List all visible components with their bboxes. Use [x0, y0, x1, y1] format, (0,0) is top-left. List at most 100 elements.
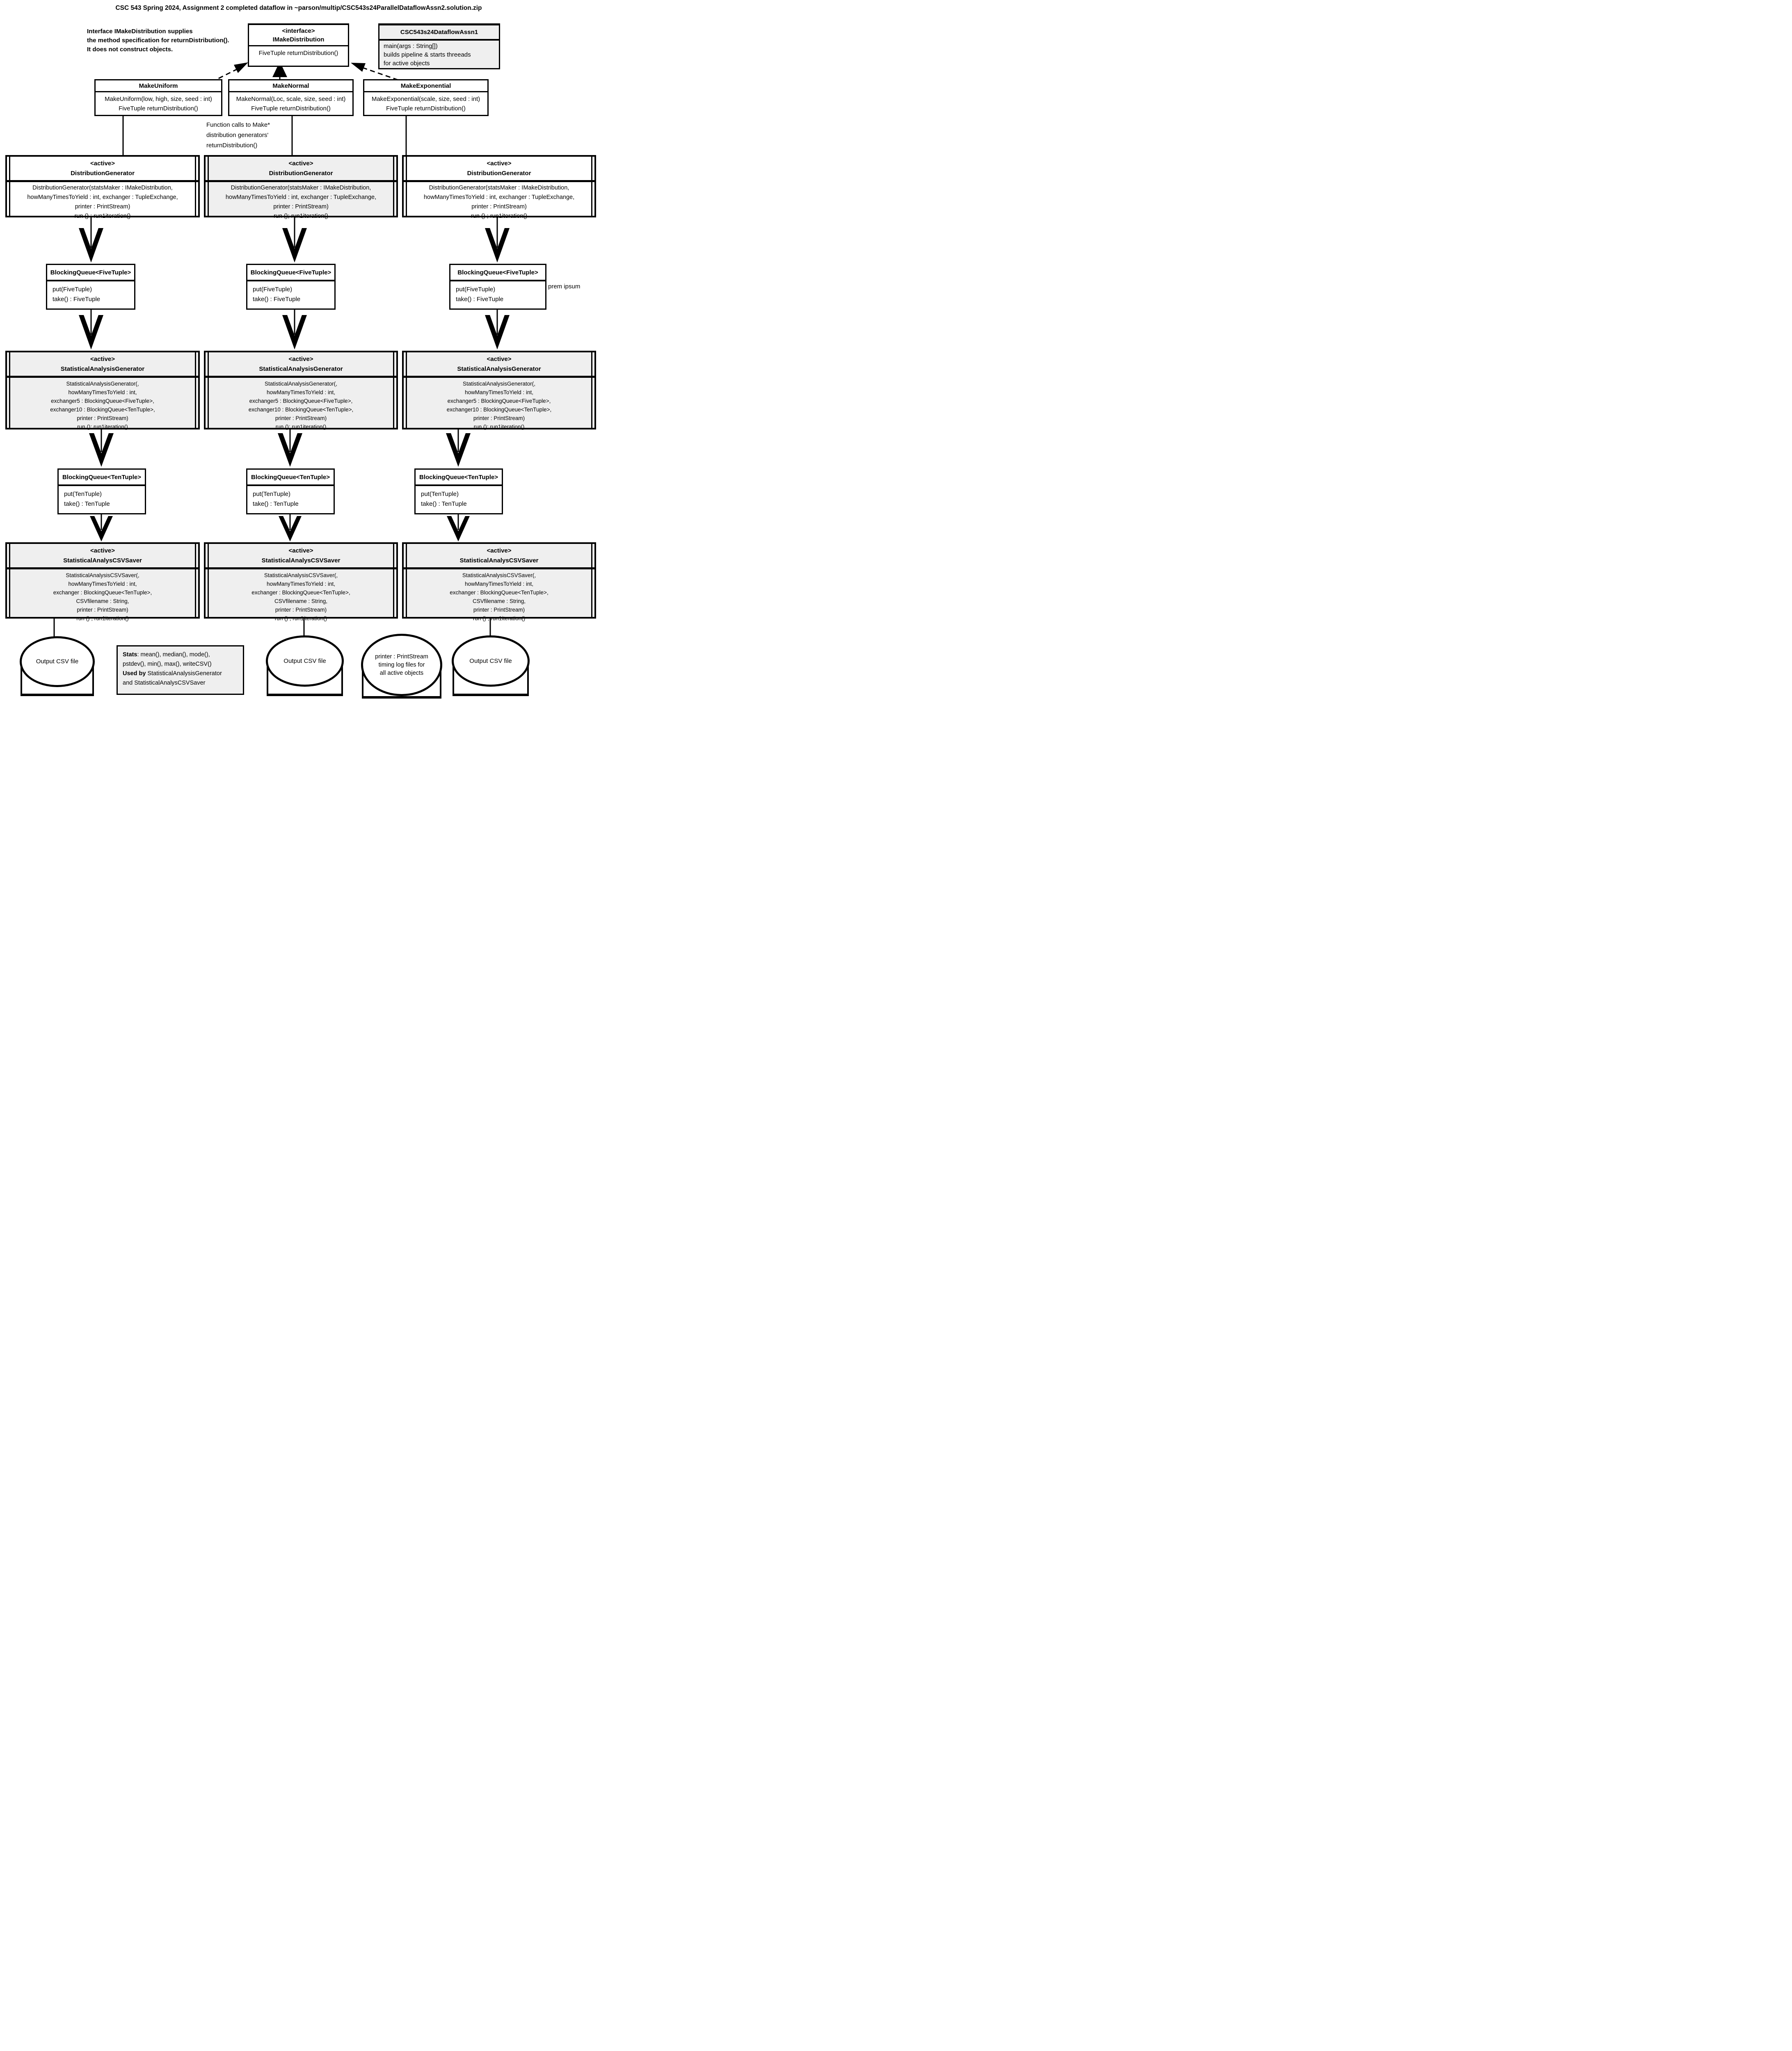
- class-title: <active> DistributionGenerator: [206, 157, 396, 182]
- chevron-arrow-icon: [90, 516, 113, 541]
- class-box-csc543s24dataflowassn1: CSC543s24DataflowAssn1 main(args : Strin…: [378, 23, 500, 69]
- class-title: CSC543s24DataflowAssn1: [379, 25, 499, 41]
- function-calls-note: Function calls to Make* distribution gen…: [206, 121, 270, 149]
- file-shape-body: [362, 669, 441, 699]
- chevron-arrow-icon: [279, 516, 302, 541]
- class-box-statisticalanalysisgenerator-2: <active> StatisticalAnalysisGenerator St…: [204, 351, 398, 430]
- chevron-arrow-icon: [278, 433, 302, 467]
- class-body: DistributionGenerator(statsMaker : IMake…: [27, 185, 178, 219]
- output-csv-file-1: Output CSV file: [20, 636, 95, 696]
- class-title: <active> StatisticalAnalysCSVSaver: [206, 544, 396, 569]
- class-name: BlockingQueue<TenTuple>: [416, 470, 502, 486]
- class-name: BlockingQueue<FiveTuple>: [450, 265, 545, 281]
- class-box-imakedistribution: <interface> IMakeDistribution FiveTuple …: [248, 23, 349, 67]
- stats-note: Stats: mean(), median(), mode(), pstdev(…: [117, 645, 244, 695]
- stray-text: prem ipsum: [548, 283, 581, 290]
- stereotype-label: <active>: [487, 356, 512, 363]
- dataflow-diagram: CSC 543 Spring 2024, Assignment 2 comple…: [0, 0, 597, 699]
- file-shape-ellipse: Output CSV file: [20, 636, 95, 687]
- chevron-arrow-icon: [282, 315, 307, 349]
- class-title: <interface> IMakeDistribution: [249, 25, 348, 46]
- class-box-distributiongenerator-1: <active> DistributionGenerator Distribut…: [5, 155, 200, 219]
- class-body: StatisticalAnalysisCSVSaver(, howManyTim…: [251, 572, 350, 621]
- file-shape-ellipse: Output CSV file: [452, 635, 530, 687]
- class-name: DistributionGenerator: [71, 170, 135, 177]
- stereotype-label: <active>: [487, 160, 512, 167]
- stereotype-label: <active>: [288, 160, 313, 167]
- file-shape-body: [21, 663, 94, 696]
- class-body: put(TenTuple) take() : TenTuple: [253, 491, 299, 507]
- class-box-makeuniform: MakeUniform MakeUniform(low, high, size,…: [94, 79, 222, 116]
- class-title: <active> StatisticalAnalysCSVSaver: [404, 544, 594, 569]
- printer-note-shape: printer : PrintStream timing log files f…: [361, 634, 442, 699]
- class-box-statisticalanalysisgenerator-1: <active> StatisticalAnalysisGenerator St…: [5, 351, 200, 430]
- chevron-arrow-icon: [79, 315, 103, 349]
- class-body: main(args : String[]) builds pipeline & …: [384, 43, 471, 67]
- class-body: put(FiveTuple) take() : FiveTuple: [253, 286, 301, 303]
- class-name: StatisticalAnalysCSVSaver: [63, 557, 142, 564]
- class-body: MakeUniform(low, high, size, seed : int)…: [105, 96, 212, 112]
- method-label: FiveTuple returnDistribution(): [258, 50, 338, 57]
- class-box-statisticalanalyscsvsaver-3: <active> StatisticalAnalysCSVSaver Stati…: [402, 542, 596, 621]
- class-body: StatisticalAnalysisCSVSaver(, howManyTim…: [450, 572, 549, 621]
- class-name: IMakeDistribution: [272, 36, 325, 43]
- class-name: BlockingQueue<FiveTuple>: [47, 265, 134, 281]
- connector-makeuniform-interface: [203, 67, 240, 87]
- arrowhead-upleft-icon: [351, 63, 366, 72]
- stereotype-label: <active>: [487, 547, 512, 554]
- class-title: <active> DistributionGenerator: [7, 157, 198, 182]
- class-box-blockingqueue-fivetuple-1: BlockingQueue<FiveTuple> put(FiveTuple) …: [46, 264, 135, 310]
- class-box-statisticalanalyscsvsaver-2: <active> StatisticalAnalysCSVSaver Stati…: [204, 542, 398, 621]
- chevron-arrow-icon: [282, 228, 307, 263]
- printer-note: printer : PrintStream timing log files f…: [361, 634, 442, 697]
- chevron-arrow-icon: [89, 433, 114, 467]
- stereotype-label: <active>: [288, 547, 313, 554]
- stereotype-label: <active>: [90, 547, 115, 554]
- stereotype-label: <active>: [90, 160, 115, 167]
- class-name: StatisticalAnalysisGenerator: [259, 365, 343, 372]
- chevron-arrow-icon: [485, 315, 510, 349]
- class-name: MakeNormal: [229, 80, 352, 92]
- class-box-distributiongenerator-3: <active> DistributionGenerator Distribut…: [402, 155, 596, 219]
- class-name: BlockingQueue<TenTuple>: [59, 470, 145, 486]
- class-body: StatisticalAnalysisGenerator(, howManyTi…: [50, 381, 155, 430]
- class-box-distributiongenerator-2: <active> DistributionGenerator Distribut…: [204, 155, 398, 219]
- class-box-blockingqueue-tentuple-1: BlockingQueue<TenTuple> put(TenTuple) ta…: [57, 468, 146, 514]
- class-box-blockingqueue-tentuple-3: BlockingQueue<TenTuple> put(TenTuple) ta…: [414, 468, 503, 514]
- class-name: CSC543s24DataflowAssn1: [400, 29, 478, 36]
- file-shape-body: [267, 662, 343, 696]
- class-body: MakeNormal(Loc, scale, size, seed : int)…: [236, 96, 346, 112]
- chevron-arrow-icon: [446, 433, 471, 467]
- class-body: DistributionGenerator(statsMaker : IMake…: [225, 185, 377, 219]
- output-csv-file-2: Output CSV file: [266, 635, 344, 696]
- class-body: DistributionGenerator(statsMaker : IMake…: [423, 185, 575, 219]
- stereotype-label: <interface>: [282, 27, 315, 34]
- chevron-arrow-icon: [79, 228, 103, 263]
- class-name: StatisticalAnalysCSVSaver: [459, 557, 539, 564]
- class-title: <active> StatisticalAnalysisGenerator: [206, 352, 396, 378]
- class-name: MakeExponential: [364, 80, 487, 92]
- class-box-makenormal: MakeNormal MakeNormal(Loc, scale, size, …: [228, 79, 354, 116]
- arrowhead-upright-icon: [234, 62, 248, 73]
- class-box-blockingqueue-tentuple-2: BlockingQueue<TenTuple> put(TenTuple) ta…: [246, 468, 335, 514]
- stereotype-label: <active>: [288, 356, 313, 363]
- chevron-arrow-icon: [447, 516, 470, 541]
- output-csv-file-3: Output CSV file: [452, 635, 530, 696]
- class-body: StatisticalAnalysisCSVSaver(, howManyTim…: [53, 572, 152, 621]
- class-title: <active> StatisticalAnalysisGenerator: [7, 352, 198, 378]
- class-body: StatisticalAnalysisGenerator(, howManyTi…: [248, 381, 354, 430]
- file-shape-ellipse: Output CSV file: [266, 635, 344, 687]
- class-name: StatisticalAnalysCSVSaver: [261, 557, 341, 564]
- diagram-connectors: [53, 62, 510, 642]
- class-box-statisticalanalyscsvsaver-1: <active> StatisticalAnalysCSVSaver Stati…: [5, 542, 200, 621]
- class-body: put(FiveTuple) take() : FiveTuple: [53, 286, 101, 303]
- class-name: DistributionGenerator: [269, 170, 333, 177]
- class-name: BlockingQueue<TenTuple>: [247, 470, 334, 486]
- class-title: <active> StatisticalAnalysCSVSaver: [7, 544, 198, 569]
- class-box-blockingqueue-fivetuple-3: BlockingQueue<FiveTuple> put(FiveTuple) …: [449, 264, 546, 310]
- class-body: MakeExponential(scale, size, seed : int)…: [371, 96, 480, 112]
- class-name: MakeUniform: [96, 80, 221, 92]
- class-body: put(TenTuple) take() : TenTuple: [421, 491, 467, 507]
- class-box-blockingqueue-fivetuple-2: BlockingQueue<FiveTuple> put(FiveTuple) …: [246, 264, 336, 310]
- class-title: <active> StatisticalAnalysisGenerator: [404, 352, 594, 378]
